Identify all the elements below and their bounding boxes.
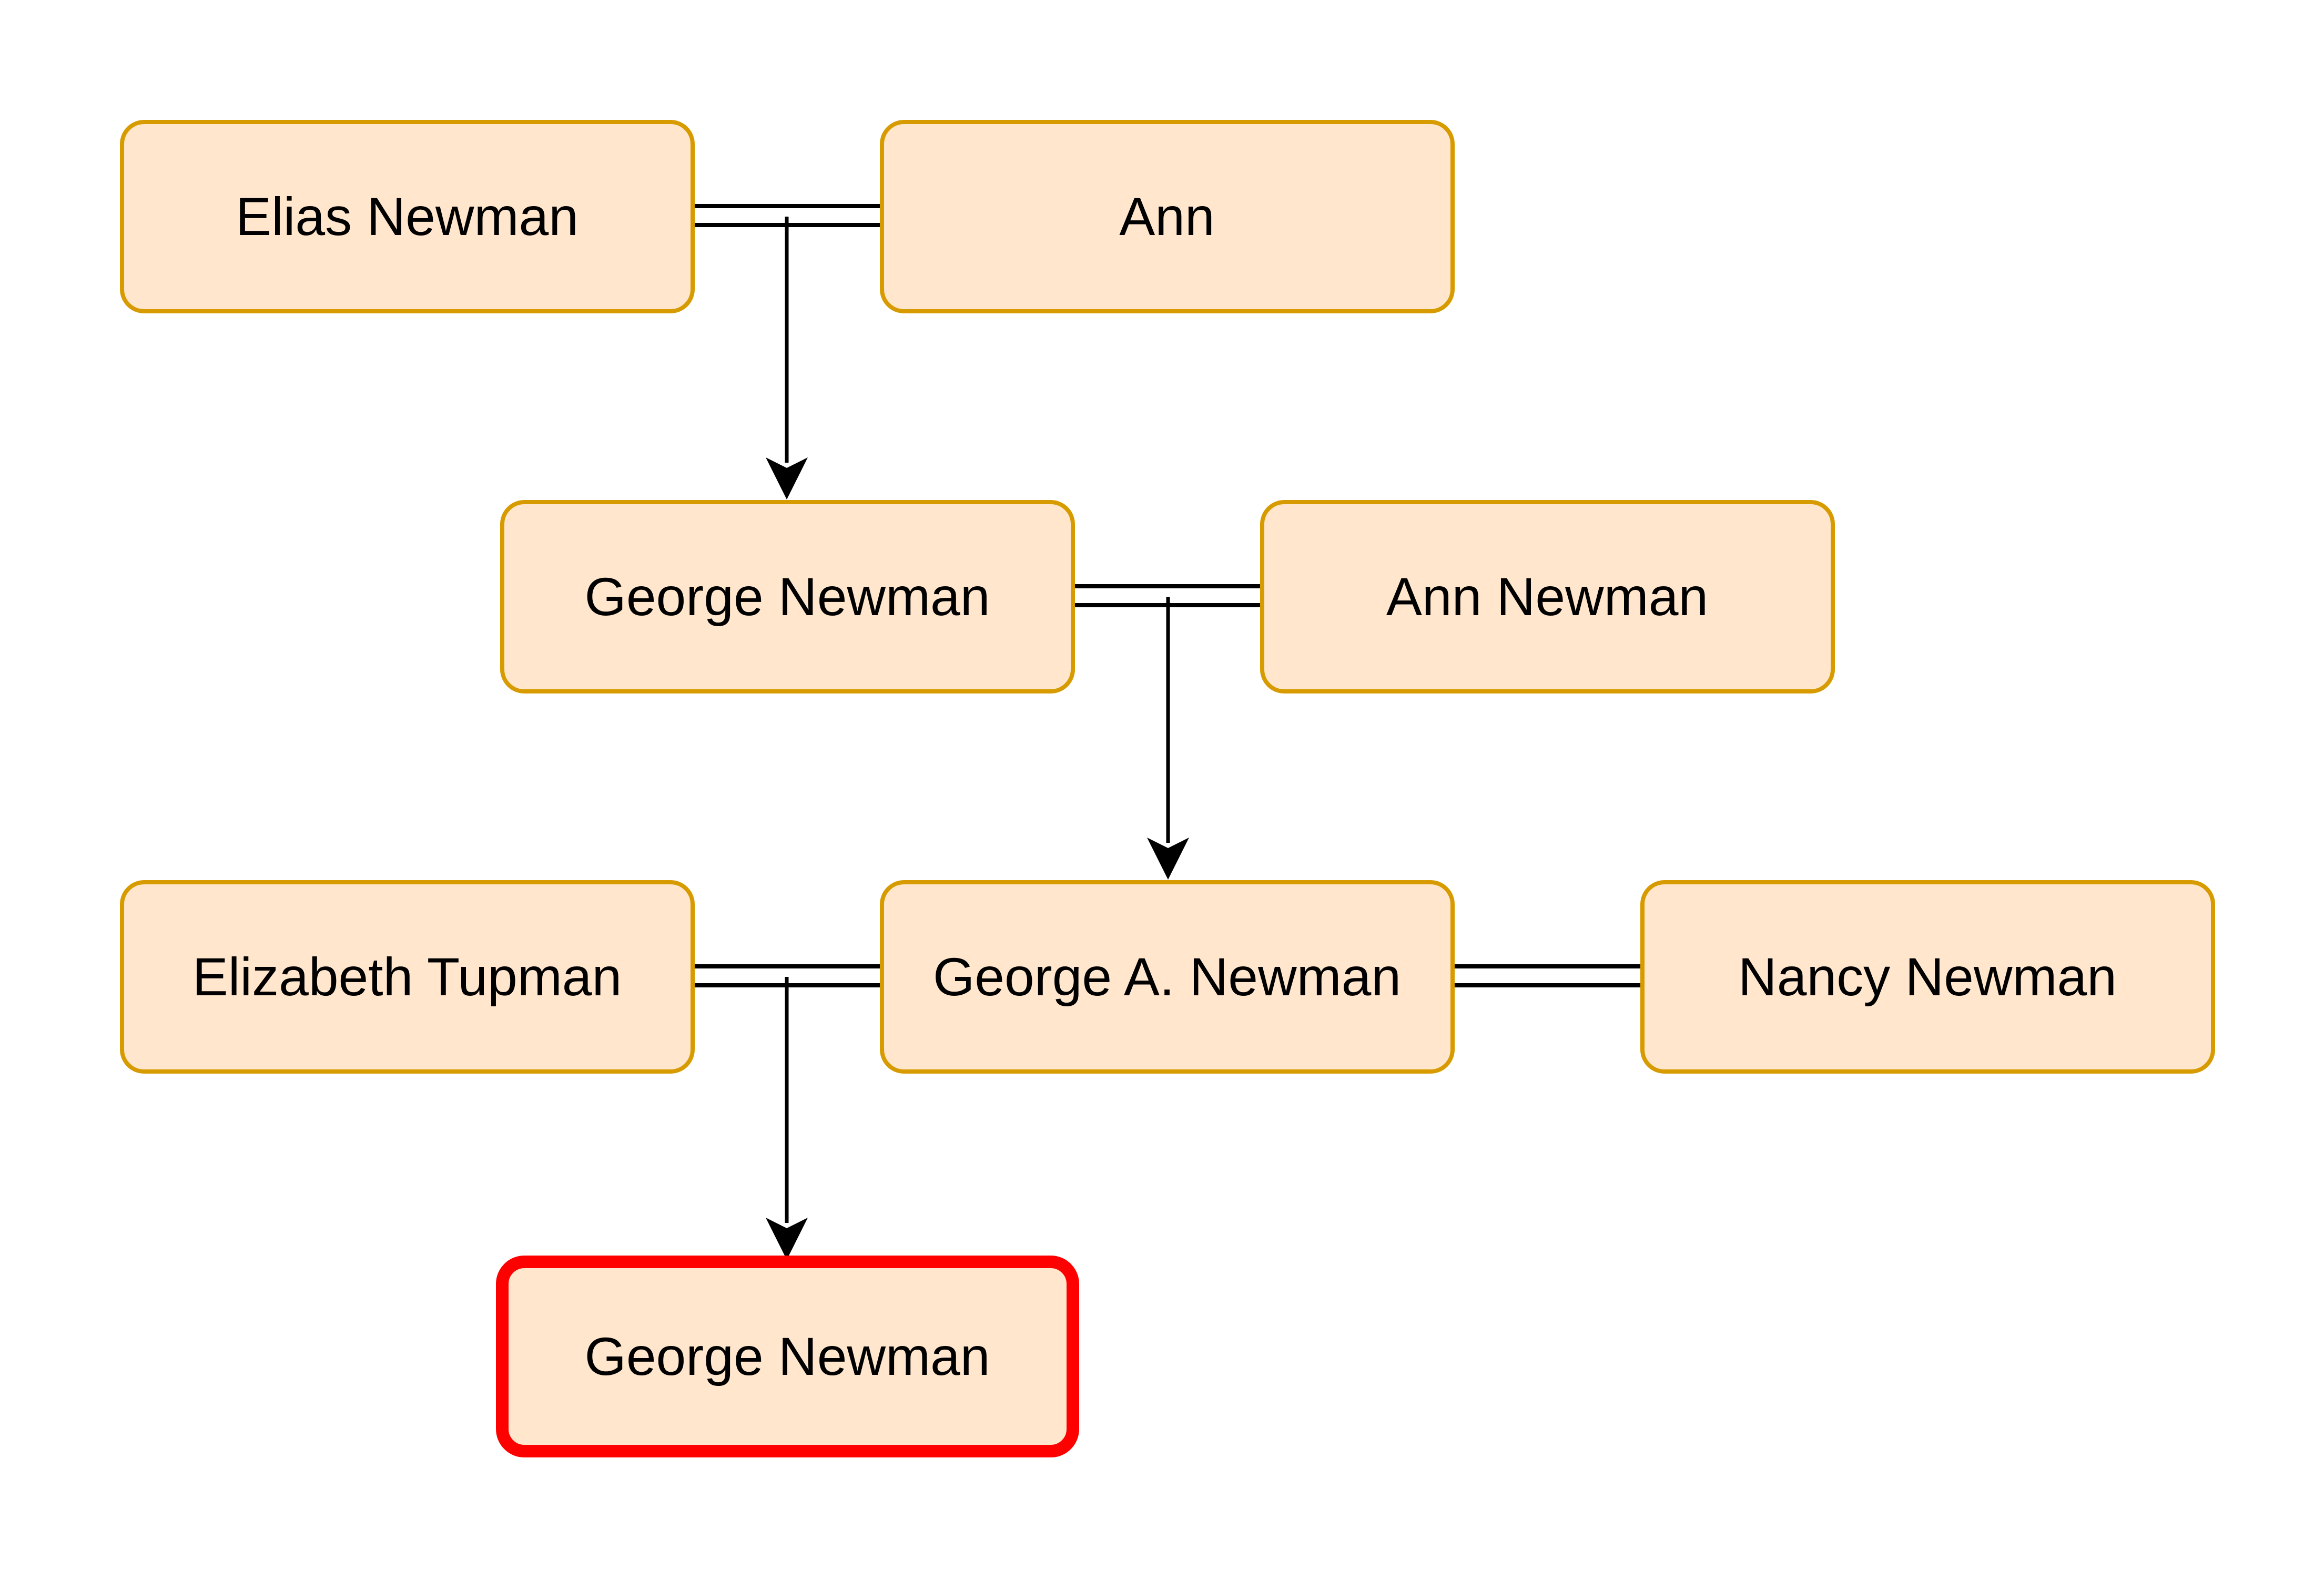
marriage-connector-george-a-nancy xyxy=(1453,964,1642,987)
person-name: George Newman xyxy=(584,1327,990,1386)
person-name: Ann Newman xyxy=(1386,567,1708,627)
person-name: Elizabeth Tupman xyxy=(192,947,622,1007)
descent-arrow-to-george-newman xyxy=(766,217,808,499)
person-node-george-newman-highlighted[interactable]: George Newman xyxy=(496,1256,1079,1457)
person-node-nancy-newman[interactable]: Nancy Newman xyxy=(1640,880,2215,1074)
person-node-ann[interactable]: Ann xyxy=(880,120,1455,313)
person-node-ann-newman[interactable]: Ann Newman xyxy=(1260,500,1835,693)
descent-arrow-to-george-a-newman xyxy=(1147,597,1189,880)
person-name: Elias Newman xyxy=(236,187,579,247)
person-name: Nancy Newman xyxy=(1738,947,2117,1007)
person-node-elias-newman[interactable]: Elias Newman xyxy=(120,120,695,313)
descent-arrow-to-george-newman-highlighted xyxy=(766,977,808,1260)
person-name: George A. Newman xyxy=(933,947,1401,1007)
person-name: George Newman xyxy=(584,567,990,627)
person-node-elizabeth-tupman[interactable]: Elizabeth Tupman xyxy=(120,880,695,1074)
person-name: Ann xyxy=(1119,187,1215,247)
person-node-george-a-newman[interactable]: George A. Newman xyxy=(880,880,1455,1074)
person-node-george-newman[interactable]: George Newman xyxy=(500,500,1075,693)
